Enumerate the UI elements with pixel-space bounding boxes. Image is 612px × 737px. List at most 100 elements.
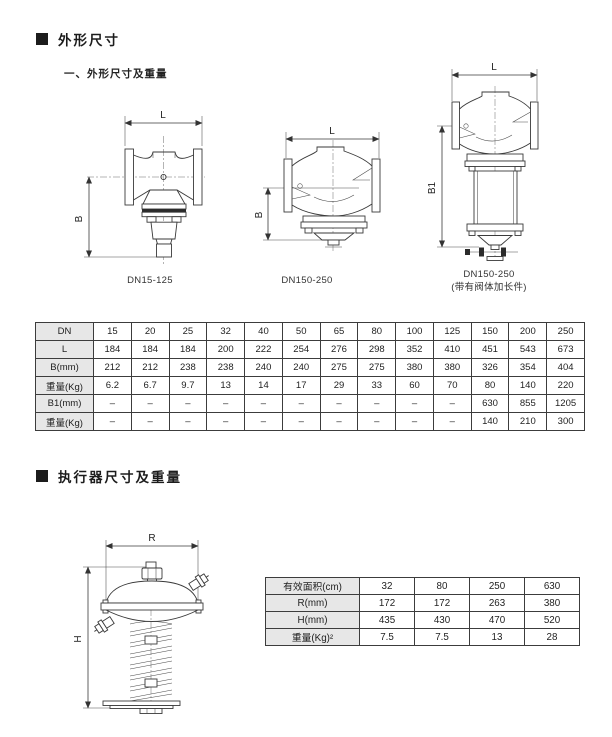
section-bullet-icon xyxy=(36,33,48,45)
data-cell: 184 xyxy=(93,340,132,359)
data-cell: 50 xyxy=(281,322,321,341)
data-cell: 326 xyxy=(470,358,510,377)
subtitle-outline-dimensions: 一、外形尺寸及重量 xyxy=(64,68,168,80)
data-cell: 254 xyxy=(281,340,321,359)
dim-label-b: B xyxy=(254,211,265,218)
data-cell: 430 xyxy=(414,611,470,629)
data-cell: 15 xyxy=(93,322,132,341)
section-title-text: 外形尺寸 xyxy=(58,33,120,48)
valve-drawing-dn15-125: L B xyxy=(74,110,205,264)
data-cell: 630 xyxy=(470,394,510,413)
dim-label-l: L xyxy=(491,62,497,73)
data-cell: 184 xyxy=(130,340,170,359)
data-cell: – xyxy=(206,412,246,431)
data-cell: 543 xyxy=(508,340,548,359)
data-cell: 6.2 xyxy=(93,376,132,395)
data-cell: 13 xyxy=(206,376,246,395)
row-header-cell: 有效面积(cm) xyxy=(265,577,360,595)
data-cell: 172 xyxy=(359,594,415,612)
data-cell: 100 xyxy=(395,322,434,341)
data-cell: 65 xyxy=(319,322,359,341)
data-cell: 9.7 xyxy=(168,376,208,395)
data-cell: 222 xyxy=(244,340,283,359)
data-cell: – xyxy=(130,394,170,413)
data-cell: 212 xyxy=(130,358,170,377)
air-connector-icon xyxy=(188,573,209,591)
data-cell: 212 xyxy=(93,358,132,377)
data-cell: – xyxy=(206,394,246,413)
dim-label-l: L xyxy=(160,110,166,121)
data-cell: 410 xyxy=(432,340,472,359)
data-cell: 298 xyxy=(357,340,397,359)
data-cell: 80 xyxy=(357,322,397,341)
data-cell: – xyxy=(357,394,397,413)
data-cell: – xyxy=(281,412,321,431)
drawing-caption-valve2: DN150-250 xyxy=(281,275,333,286)
data-cell: – xyxy=(93,394,132,413)
data-cell: 275 xyxy=(357,358,397,377)
data-cell: 184 xyxy=(168,340,208,359)
data-cell: – xyxy=(395,394,434,413)
data-cell: 70 xyxy=(432,376,472,395)
data-cell: 1205 xyxy=(546,394,585,413)
data-cell: 7.5 xyxy=(359,628,415,646)
drawing-caption-valve3-line1: DN150-250 xyxy=(463,269,515,280)
data-cell: 380 xyxy=(432,358,472,377)
data-cell: 520 xyxy=(524,611,580,629)
data-cell: – xyxy=(432,412,472,431)
data-cell: – xyxy=(395,412,434,431)
data-cell: 238 xyxy=(206,358,246,377)
air-connector-icon xyxy=(94,616,115,634)
data-cell: 14 xyxy=(244,376,283,395)
data-cell: 276 xyxy=(319,340,359,359)
data-cell: 380 xyxy=(395,358,434,377)
data-cell: 630 xyxy=(524,577,580,595)
drawing-caption-valve3-line2: (带有阀体加长件) xyxy=(451,282,527,293)
row-header-cell: 重量(Kg) xyxy=(35,376,94,395)
row-header-cell: R(mm) xyxy=(265,594,360,612)
data-cell: 435 xyxy=(359,611,415,629)
section-title-actuator-dimensions: 执行器尺寸及重量 xyxy=(36,466,182,486)
data-cell: 354 xyxy=(508,358,548,377)
data-cell: 855 xyxy=(508,394,548,413)
data-cell: 451 xyxy=(470,340,510,359)
data-cell: – xyxy=(357,412,397,431)
data-cell: – xyxy=(319,394,359,413)
data-cell: – xyxy=(281,394,321,413)
data-cell: 275 xyxy=(319,358,359,377)
data-cell: 125 xyxy=(432,322,472,341)
data-cell: – xyxy=(168,412,208,431)
data-cell: 200 xyxy=(206,340,246,359)
drawing-caption-valve1: DN15-125 xyxy=(127,275,173,286)
data-cell: 6.7 xyxy=(130,376,170,395)
data-cell: 29 xyxy=(319,376,359,395)
dim-label-h: H xyxy=(73,635,84,642)
data-cell: 7.5 xyxy=(414,628,470,646)
data-cell: 13 xyxy=(469,628,525,646)
section-bullet-icon xyxy=(36,470,48,482)
dim-label-r: R xyxy=(148,533,155,544)
data-cell: 140 xyxy=(470,412,510,431)
data-cell: 250 xyxy=(546,322,585,341)
row-header-cell: B(mm) xyxy=(35,358,94,377)
data-cell: 352 xyxy=(395,340,434,359)
section-title-outline-dimensions: 外形尺寸 xyxy=(36,29,120,49)
data-cell: 28 xyxy=(524,628,580,646)
row-header-cell: 重量(Kg)² xyxy=(265,628,360,646)
row-header-cell: 重量(Kg) xyxy=(35,412,94,431)
data-cell: 40 xyxy=(244,322,283,341)
row-header-cell: DN xyxy=(35,322,94,341)
data-cell: 210 xyxy=(508,412,548,431)
data-cell: 33 xyxy=(357,376,397,395)
actuator-drawing: R H xyxy=(73,533,209,714)
data-cell: 250 xyxy=(469,577,525,595)
